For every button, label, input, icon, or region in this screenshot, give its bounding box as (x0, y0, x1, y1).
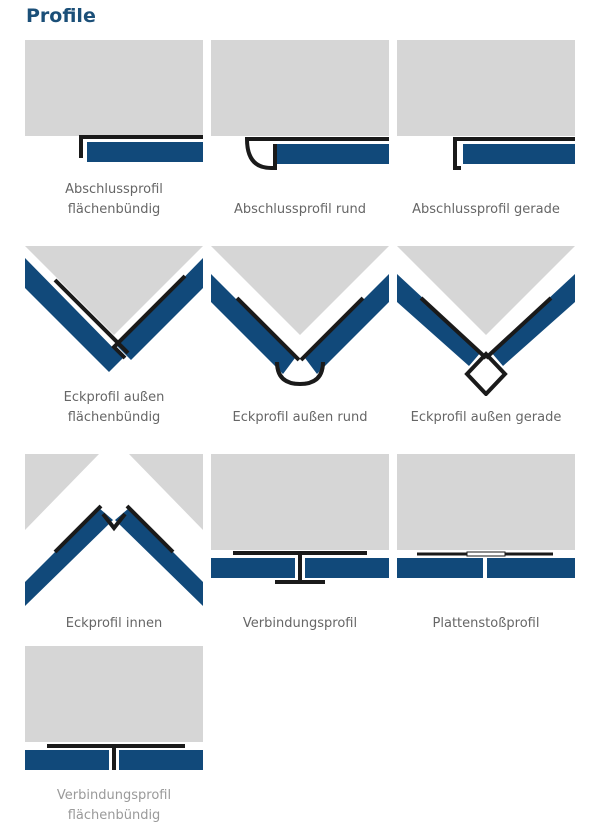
diagram-eckprofil-innen (25, 454, 203, 606)
panel (397, 246, 575, 335)
board-right (117, 258, 203, 360)
page-title: Profile (26, 5, 96, 27)
caption-plattenstossprofil: Plattenstoßprofil (432, 616, 540, 631)
profile-left (53, 504, 103, 554)
profile-right (111, 274, 187, 360)
diagram-eckprofil-aussen-gerade (397, 246, 575, 396)
board-right (115, 508, 203, 606)
profile-innen (101, 512, 127, 532)
caption-eckprofil-aussen-rund: Eckprofil außen rund (232, 410, 368, 425)
panel (211, 40, 389, 136)
panel (211, 246, 389, 335)
profile-right (484, 296, 553, 360)
caption-abschlussprofil-rund: Abschlussprofil rund (234, 202, 366, 217)
board-left (397, 558, 483, 578)
profile (453, 137, 575, 170)
caption-verbindungsprofil: Verbindungsprofil (242, 616, 358, 631)
profile-right (125, 504, 175, 554)
board-right (491, 274, 575, 366)
panel (397, 40, 575, 136)
board (277, 144, 389, 164)
panel (397, 454, 575, 550)
profile-left (53, 278, 130, 355)
profile-left (419, 296, 488, 360)
diagram-verbindungsprofil-flaechenbuendig (25, 646, 203, 772)
board-left (211, 558, 295, 578)
profile-center (466, 551, 506, 557)
panel-right (129, 454, 203, 530)
diagram-verbindungsprofil (211, 454, 389, 586)
board (463, 144, 575, 164)
diagram-eckprofil-aussen-rund (211, 246, 389, 396)
caption-eckprofil-innen: Eckprofil innen (65, 616, 163, 631)
diagram-abschlussprofil-rund (211, 40, 389, 170)
profile-right (299, 296, 365, 362)
diagram-plattenstossprofil (397, 454, 575, 586)
diagram-abschlussprofil-flaechenbuendig (25, 40, 203, 170)
profile-square (464, 351, 508, 396)
board-left (25, 258, 123, 372)
panel (25, 246, 203, 335)
panel (25, 454, 99, 530)
board-right (305, 558, 389, 578)
board-right (305, 274, 389, 374)
profile (244, 137, 389, 170)
board-left (25, 750, 109, 770)
profile-left (235, 296, 301, 362)
board-right (487, 558, 575, 578)
board-left (211, 274, 295, 374)
panel (211, 454, 389, 550)
profile (79, 135, 203, 158)
profile-round (275, 361, 325, 387)
board-right (119, 750, 203, 770)
board (87, 142, 203, 162)
diagram-abschlussprofil-gerade (397, 40, 575, 170)
board-left (25, 508, 113, 606)
caption-abschlussprofil-gerade: Abschlussprofil gerade (412, 202, 560, 217)
board-left (397, 274, 481, 366)
panel (25, 646, 203, 742)
caption-eckprofil-aussen-gerade: Eckprofil außen gerade (410, 410, 562, 425)
panel (25, 40, 203, 136)
diagram-eckprofil-aussen-flaechenbuendig (25, 246, 203, 386)
